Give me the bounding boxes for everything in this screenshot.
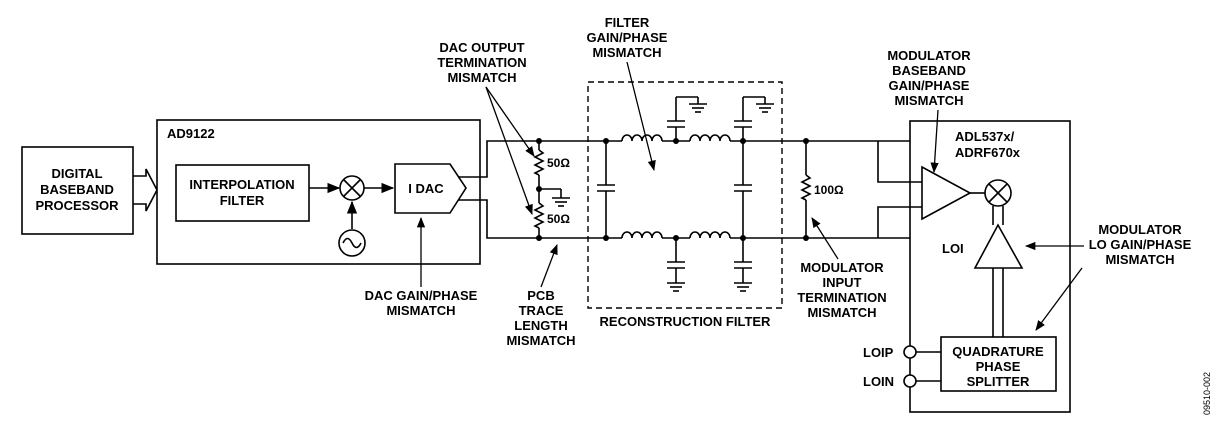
svg-text:MISMATCH: MISMATCH: [1105, 252, 1174, 267]
svg-text:DAC OUTPUT: DAC OUTPUT: [439, 40, 524, 55]
svg-text:MISMATCH: MISMATCH: [592, 45, 661, 60]
svg-text:LO GAIN/PHASE: LO GAIN/PHASE: [1089, 237, 1192, 252]
lo-label: LOI: [942, 241, 964, 256]
rf-mixer-icon: [984, 179, 1012, 207]
svg-text:TRACE: TRACE: [519, 303, 564, 318]
quad-label-3: SPLITTER: [967, 374, 1030, 389]
svg-text:PCB: PCB: [527, 288, 554, 303]
annotation-filter-gain-phase: FILTER GAIN/PHASE MISMATCH: [587, 15, 668, 172]
svg-text:MODULATOR: MODULATOR: [887, 48, 971, 63]
dac-termination: 50Ω 50Ω: [533, 138, 570, 241]
annotation-modulator-baseband: MODULATOR BASEBAND GAIN/PHASE MISMATCH: [887, 48, 971, 174]
svg-text:MODULATOR: MODULATOR: [800, 260, 884, 275]
svg-text:GAIN/PHASE: GAIN/PHASE: [587, 30, 668, 45]
bus-arrow: [133, 168, 158, 212]
interpolation-filter-block: [175, 164, 310, 222]
svg-text:MISMATCH: MISMATCH: [386, 303, 455, 318]
svg-text:MISMATCH: MISMATCH: [807, 305, 876, 320]
ad9122-chip: AD9122 INTERPOLATION FILTER I DAC: [156, 119, 481, 265]
r-mod-label: 100Ω: [814, 183, 844, 197]
annotation-dac-output-termination: DAC OUTPUT TERMINATION MISMATCH: [437, 40, 535, 215]
modulator-termination: 100Ω: [800, 138, 844, 241]
figure-id: 09510-002: [1202, 372, 1212, 415]
svg-text:TERMINATION: TERMINATION: [437, 55, 526, 70]
dsp-label-3: PROCESSOR: [35, 198, 119, 213]
loin-label: LOIN: [863, 374, 894, 389]
svg-text:MISMATCH: MISMATCH: [506, 333, 575, 348]
svg-text:INPUT: INPUT: [823, 275, 862, 290]
digital-mixer-icon: [339, 175, 365, 201]
nco-oscillator-icon: [338, 229, 366, 257]
loip-label: LOIP: [863, 345, 894, 360]
ad9122-label: AD9122: [167, 126, 215, 141]
loip-pin-icon: [903, 345, 917, 359]
svg-text:DAC GAIN/PHASE: DAC GAIN/PHASE: [365, 288, 478, 303]
quad-label-2: PHASE: [976, 359, 1021, 374]
recon-filter-label: RECONSTRUCTION FILTER: [600, 314, 772, 329]
annotation-dac-gain-phase: DAC GAIN/PHASE MISMATCH: [365, 216, 478, 318]
quad-label-1: QUADRATURE: [952, 344, 1044, 359]
loin-pin-icon: [903, 374, 917, 388]
svg-text:BASEBAND: BASEBAND: [892, 63, 966, 78]
baseband-amp-icon: [921, 165, 972, 221]
interp-label-1: INTERPOLATION: [189, 177, 294, 192]
svg-text:MISMATCH: MISMATCH: [447, 70, 516, 85]
idac-label: I DAC: [408, 181, 444, 196]
svg-text:LENGTH: LENGTH: [514, 318, 567, 333]
svg-text:FILTER: FILTER: [605, 15, 650, 30]
interp-label-2: FILTER: [220, 193, 265, 208]
r-bot-label: 50Ω: [547, 212, 570, 226]
r-top-label: 50Ω: [547, 156, 570, 170]
reconstruction-filter: RECONSTRUCTION FILTER: [587, 81, 783, 329]
dsp-label-1: DIGITAL: [51, 166, 102, 181]
svg-text:MISMATCH: MISMATCH: [894, 93, 963, 108]
annotation-modulator-lo: MODULATOR LO GAIN/PHASE MISMATCH: [1024, 222, 1192, 331]
lo-amp-icon: [973, 223, 1024, 269]
modulator-label-1: ADL537x/: [955, 129, 1015, 144]
annotation-modulator-input-termination: MODULATOR INPUT TERMINATION MISMATCH: [797, 217, 887, 320]
modulator-label-2: ADRF670x: [955, 145, 1021, 160]
dsp-label-2: BASEBAND: [40, 182, 114, 197]
modulator-chip: ADL537x/ ADRF670x LOI QUADRATURE PHASE S…: [863, 120, 1071, 413]
annotation-pcb-trace: PCB TRACE LENGTH MISMATCH: [506, 244, 576, 348]
digital-baseband-processor: DIGITAL BASEBAND PROCESSOR: [21, 146, 134, 235]
svg-text:GAIN/PHASE: GAIN/PHASE: [889, 78, 970, 93]
svg-text:MODULATOR: MODULATOR: [1098, 222, 1182, 237]
quadrature-splitter-block: [940, 336, 1057, 392]
svg-text:TERMINATION: TERMINATION: [797, 290, 886, 305]
